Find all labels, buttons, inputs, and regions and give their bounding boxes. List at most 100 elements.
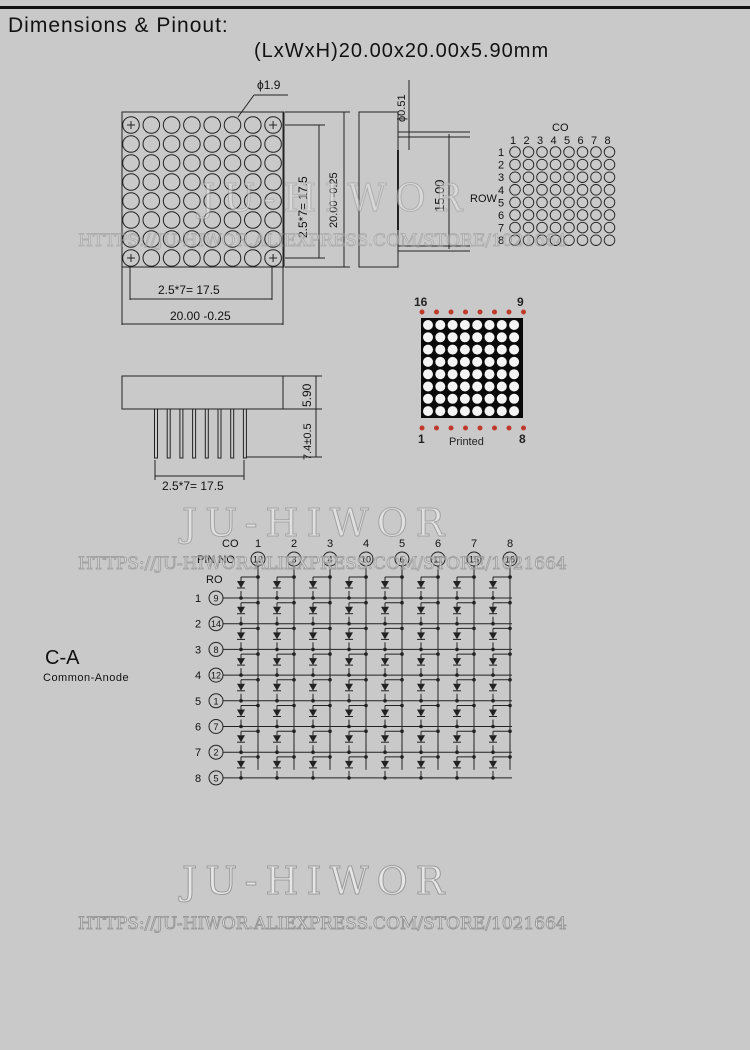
photo-led [435, 320, 446, 330]
schem-col-node [400, 626, 404, 631]
small-led-dot [603, 196, 616, 209]
small-row-label: 1 [498, 147, 504, 159]
photo-led [459, 332, 470, 343]
schem-col-node [400, 600, 404, 605]
photo-led [472, 332, 483, 343]
small-led-dot [576, 158, 589, 171]
photo-led [484, 393, 495, 404]
photo-led [484, 381, 495, 392]
small-col-label: 3 [537, 135, 543, 147]
inner-span-v-label: 2.5*7= 17.5 [296, 176, 310, 238]
photo-led [472, 369, 483, 380]
photo-led [435, 381, 446, 392]
front-led-dot [244, 173, 262, 191]
schem-diode [417, 683, 425, 691]
small-led-dot [603, 221, 616, 234]
small-col-label: 5 [564, 135, 570, 147]
schem-col-node [256, 703, 260, 708]
schem-col-node [472, 755, 476, 759]
front-led-dot [244, 154, 262, 172]
schem-col-pin-number: 6 [399, 555, 404, 565]
front-led-dot [162, 230, 181, 248]
schem-col-node [364, 703, 368, 708]
schem-col-node [292, 703, 296, 708]
photo-pin-top [521, 309, 526, 315]
small-led-dot [536, 221, 548, 234]
schem-col-node [328, 678, 332, 682]
photo-pin-bottom [434, 425, 439, 431]
schem-row-pin-number: 12 [211, 671, 221, 681]
schem-diode [489, 709, 497, 717]
front-led-dot [203, 154, 221, 172]
schem-col-pin-number: 4 [327, 555, 332, 565]
front-led-dot [264, 211, 282, 229]
small-row-label: 2 [498, 160, 504, 172]
schem-col-node [436, 600, 440, 605]
schem-col-node [400, 678, 404, 682]
front-led-dot [142, 230, 161, 248]
config-type-desc: Common-Anode [43, 672, 130, 684]
watermarks: JU-HIWOR HTTPS://JU-HIWOR.ALIEXPRESS.COM… [78, 176, 568, 935]
small-led-dot [563, 146, 575, 158]
front-led-dot [264, 173, 282, 191]
photo-pin-bottom [521, 425, 526, 431]
schem-col-label: 4 [363, 538, 369, 550]
photo-led [459, 369, 470, 380]
front-led-dot [223, 230, 242, 248]
schem-diode [417, 606, 425, 614]
schem-col-label: 7 [471, 538, 477, 550]
photo-led [435, 344, 446, 355]
photo-led [509, 406, 520, 417]
photo-led [472, 344, 483, 355]
small-led-dot [603, 184, 616, 196]
small-led-dot [509, 196, 521, 209]
schem-col-pin-number: 3 [291, 555, 296, 565]
schem-diode [417, 735, 425, 743]
schem-col-node [256, 626, 260, 631]
schem-col-node [328, 652, 332, 656]
small-led-dot [590, 209, 602, 221]
schem-col-node [256, 678, 260, 682]
photo-pin-16: 16 [414, 295, 428, 309]
schem-diode [381, 760, 389, 768]
front-led-dot [183, 116, 201, 134]
small-row-label: 4 [498, 185, 504, 197]
schem-diode [273, 735, 281, 743]
schem-diode [489, 658, 497, 666]
schem-col-node [292, 600, 296, 605]
schem-col-node [328, 575, 332, 579]
schem-diode [417, 760, 425, 768]
schem-diode [489, 683, 497, 691]
front-led-dot [122, 211, 140, 229]
photo-led [509, 381, 520, 392]
small-led-dot [536, 209, 548, 221]
small-led-dot [590, 171, 602, 183]
photo-led [459, 393, 470, 404]
small-led-dot [590, 196, 602, 209]
photo-led [509, 393, 520, 404]
schem-diode [453, 760, 461, 768]
front-led-dot [122, 249, 140, 267]
schem-diode [237, 683, 245, 691]
photo-led [423, 344, 433, 355]
schem-diode [345, 632, 353, 640]
front-led-dot [162, 116, 181, 134]
top-rule [0, 6, 750, 9]
front-led-dot [264, 192, 282, 210]
small-col-label: 2 [524, 135, 530, 147]
schem-diode [273, 683, 281, 691]
small-led-dot [603, 209, 616, 221]
watermark-url-3: HTTPS://JU-HIWOR.ALIEXPRESS.COM/STORE/10… [78, 914, 567, 934]
small-led-dot [563, 234, 575, 246]
schem-col-pin-number: 11 [433, 555, 442, 565]
schem-col-node [436, 755, 440, 759]
schem-col-node [328, 729, 332, 733]
small-row-label: 3 [498, 172, 504, 184]
photo-pin-top [492, 309, 497, 315]
schem-diode [237, 735, 245, 743]
schem-col-node [436, 678, 440, 682]
photo-led [447, 344, 458, 355]
bottom-pin [166, 408, 171, 459]
